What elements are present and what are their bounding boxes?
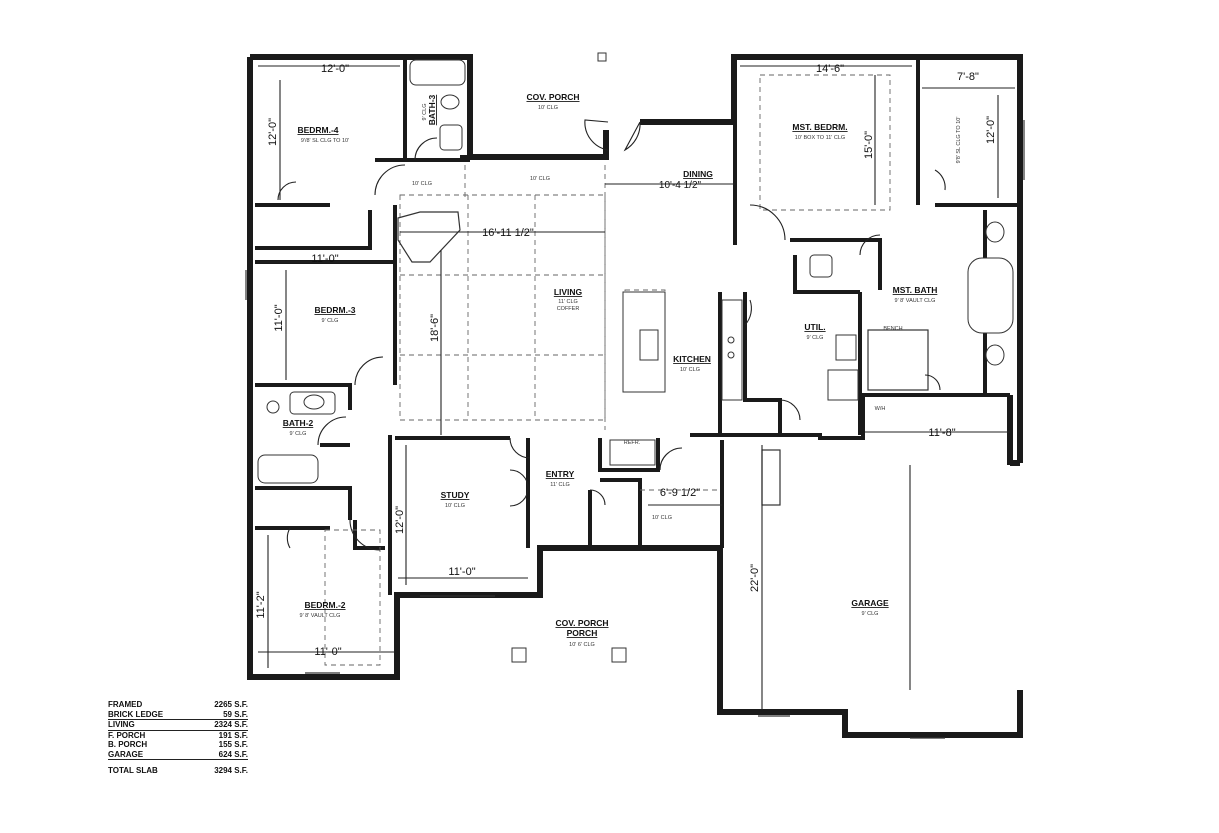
area-row-total: TOTAL SLAB 3294 S.F. (108, 766, 248, 776)
dim-bedrm3-width: 11'-0" (311, 253, 338, 265)
area-row: FRAMED 2265 S.F. (108, 700, 248, 710)
area-label: F. PORCH (108, 730, 146, 740)
mst-bath-note: 9' 8' VAULT CLG (895, 298, 936, 304)
living-label: LIVING (554, 287, 583, 297)
dim-garage-height: 22'-0" (749, 564, 761, 592)
bath2-label: BATH-2 (283, 418, 314, 428)
cov-porch-rear-note: 10' CLG (538, 105, 558, 111)
mst-bedrm-note: 10' BOX TO 11' CLG (795, 135, 845, 141)
dim-bedrm2-width: 11'-0" (314, 646, 341, 658)
room-labels: BEDRM.-4 9'/8' SL CLG TO 10' BATH-3 9' C… (283, 92, 962, 648)
area-value: 155 S.F. (218, 740, 248, 749)
area-row: F. PORCH 191 S.F. (108, 729, 248, 741)
util-label: UTIL. (804, 322, 825, 332)
fixtures (245, 52, 1025, 739)
dim-living-width: 16'-11 1/2" (482, 227, 534, 239)
pantry-ceiling-note: 10' CLG (652, 515, 672, 521)
area-label: B. PORCH (108, 740, 148, 749)
bedrm2-note: 9' 8' VAULT CLG (300, 613, 341, 619)
entry-note: 11' CLG (550, 482, 570, 488)
bath3-note: 9' CLG (422, 104, 428, 121)
area-label: LIVING (108, 720, 135, 729)
water-heater-note: W/H (875, 406, 886, 412)
area-row: BRICK LEDGE 59 S.F. (108, 710, 248, 720)
dim-living-height: 18'-6" (429, 314, 441, 342)
area-value: 2265 S.F. (214, 700, 248, 709)
util-note: 9' CLG (807, 335, 824, 341)
bath2-note: 9' CLG (290, 431, 307, 437)
cov-porch-front-label-2: PORCH (567, 628, 598, 638)
living-note-2: COFFER (557, 306, 580, 312)
bedrm2-label: BEDRM.-2 (304, 600, 345, 610)
area-row: LIVING 2324 S.F. (108, 719, 248, 730)
bench-note: BENCH (883, 326, 902, 332)
hall-ceiling-note: 10' CLG (412, 181, 432, 187)
cov-porch-front-note: 10' 6' CLG (569, 642, 595, 648)
bedrm4-note: 9'/8' SL CLG TO 10' (301, 138, 349, 144)
area-value: 3294 S.F. (214, 766, 248, 775)
dining-label: DINING (683, 169, 713, 179)
area-label: TOTAL SLAB (108, 766, 158, 775)
study-label: STUDY (441, 490, 470, 500)
dim-garage-top: 11'-8" (928, 427, 955, 439)
mst-bath-label: MST. BATH (893, 285, 938, 295)
area-value: 191 S.F. (218, 730, 248, 740)
dimension-labels: 12'-0" 12'-0" 14'-6" 15'-0" 7'-8" 12'-0"… (255, 63, 997, 658)
dim-bedrm4-width: 12'-0" (321, 63, 349, 75)
entry-label: ENTRY (546, 469, 575, 479)
cov-porch-rear-label: COV. PORCH (526, 92, 579, 102)
dim-mst-width: 14'-6" (816, 63, 844, 75)
closet-ceiling-note: 9'8' SL CLG TO 10' (956, 117, 962, 164)
dim-dining-width: 10'-4 1/2" (659, 180, 702, 191)
area-row: GARAGE 624 S.F. (108, 750, 248, 760)
study-note: 10' CLG (445, 503, 465, 509)
dim-study-height: 12'-0" (394, 506, 406, 534)
living-note: 11' CLG (558, 299, 578, 305)
area-value: 2324 S.F. (214, 720, 248, 729)
interior-walls (255, 57, 1020, 595)
dim-mst-height: 15'-0" (863, 131, 875, 159)
area-value: 59 S.F. (223, 709, 248, 719)
dim-closet-width: 7'-8" (957, 71, 979, 83)
doors (277, 119, 946, 551)
dim-study-width: 11'-0" (448, 566, 475, 578)
bedrm3-note: 9' CLG (322, 318, 339, 324)
bedrm3-label: BEDRM.-3 (314, 305, 355, 315)
area-value: 624 S.F. (218, 749, 248, 759)
dim-closet-height: 12'-0" (985, 116, 997, 144)
bath3-label: BATH-3 (427, 94, 437, 125)
ceiling-dash-lines (324, 74, 891, 666)
kitchen-note: 10' CLG (680, 367, 700, 373)
area-summary-table: FRAMED 2265 S.F. BRICK LEDGE 59 S.F. LIVIN… (108, 700, 248, 776)
cov-porch-front-label: COV. PORCH (555, 618, 608, 628)
area-label: GARAGE (108, 749, 144, 759)
area-row: B. PORCH 155 S.F. (108, 740, 248, 750)
area-label: FRAMED (108, 700, 143, 709)
bedrm4-label: BEDRM.-4 (297, 125, 338, 135)
area-label: BRICK LEDGE (108, 709, 164, 719)
dim-bedrm3-height: 11'-0" (273, 304, 285, 331)
mst-bedrm-label: MST. BEDRM. (792, 122, 847, 132)
garage-note: 9' CLG (862, 611, 879, 617)
area-divider (108, 759, 248, 766)
dimension-lines (258, 65, 1015, 710)
kitchen-label: KITCHEN (673, 354, 711, 364)
dim-bedrm4-height: 12'-0" (267, 118, 279, 146)
hall-ceiling-note-2: 10' CLG (530, 176, 550, 182)
garage-label: GARAGE (851, 598, 889, 608)
dim-pantry-width: 6'-9 1/2" (660, 487, 700, 499)
dim-bedrm2-height: 11'-2" (255, 591, 267, 618)
refrigerator-note: REFR. (624, 440, 641, 446)
